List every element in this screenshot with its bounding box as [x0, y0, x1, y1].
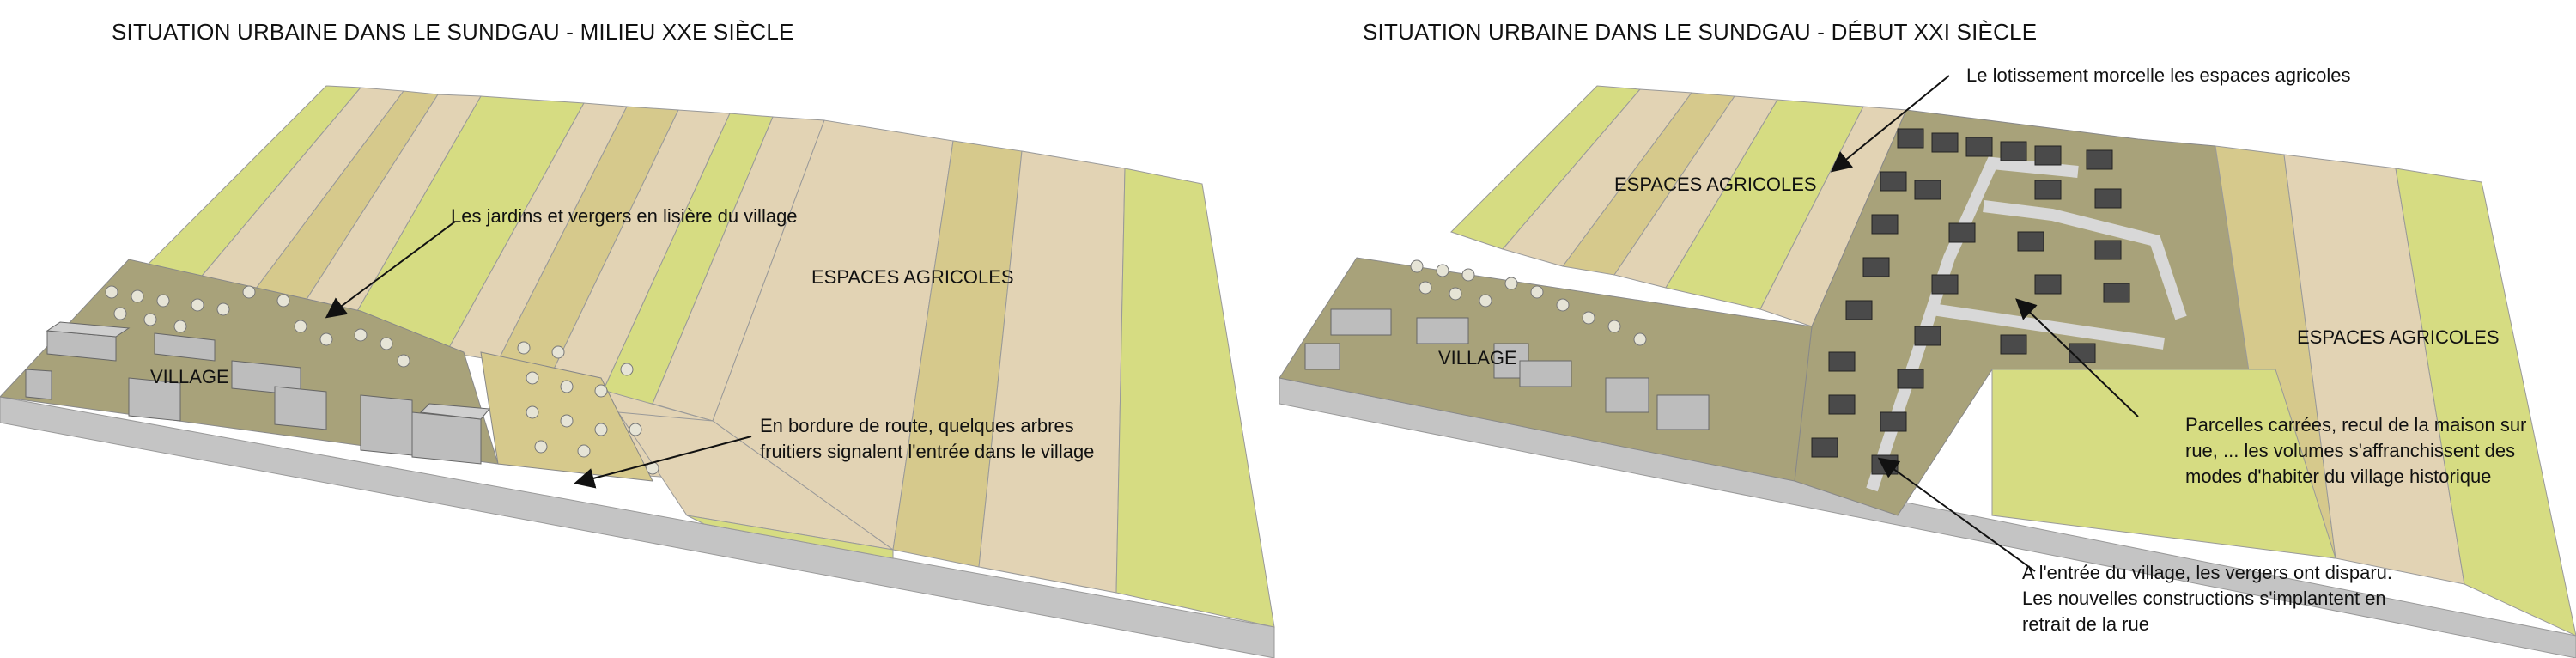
annotation-parcelles-line-3: modes d'habiter du village historique [2185, 466, 2492, 487]
label-agricultural-spaces: ESPACES AGRICOLES [811, 266, 1014, 288]
annotation-entree-line-2: Les nouvelles constructions s'implantent… [2022, 588, 2386, 609]
arrow-gardens [325, 221, 456, 319]
agricultural-strips-right [1991, 145, 2576, 637]
annotation-trees: En bordure de route, quelques arbres fru… [760, 413, 1094, 465]
panel-mid-20th-century: SITUATION URBAINE DANS LE SUNDGAU - MILI… [0, 0, 1279, 658]
arrow-lotissement [1830, 75, 1950, 173]
annotation-entree: A l'entrée du village, les vergers ont d… [2022, 560, 2392, 637]
label-agricultural-spaces-top: ESPACES AGRICOLES [1614, 174, 1817, 195]
label-village: VILLAGE [1438, 347, 1517, 369]
annotation-gardens: Les jardins et vergers en lisière du vil… [451, 205, 798, 227]
panel-title: SITUATION URBAINE DANS LE SUNDGAU - MILI… [112, 19, 794, 45]
annotation-entree-line-3: retrait de la rue [2022, 613, 2149, 635]
annotation-lotissement: Le lotissement morcelle les espaces agri… [1966, 64, 2351, 86]
agricultural-strips [128, 85, 1275, 628]
arrow-trees [574, 436, 752, 489]
panel-early-21st-century: SITUATION URBAINE DANS LE SUNDGAU - DÉBU… [1279, 0, 2576, 658]
arrow-parcelles [2015, 298, 2139, 417]
orchard-trees [105, 285, 659, 475]
annotation-parcelles: Parcelles carrées, recul de la maison su… [2185, 412, 2526, 490]
aerial-diagram-mid-century [0, 85, 1275, 658]
label-village: VILLAGE [150, 366, 229, 387]
lotissement-houses [1811, 128, 2130, 475]
annotation-parcelles-line-1: Parcelles carrées, recul de la maison su… [2185, 414, 2527, 436]
aerial-diagram-21st-century [1279, 75, 2576, 658]
road-band [1279, 377, 2576, 658]
village-buildings [25, 321, 490, 465]
annotation-trees-line-1: En bordure de route, quelques arbres [760, 415, 1074, 436]
agricultural-strips-top [1450, 85, 1907, 327]
arrow-entree [1877, 457, 2036, 572]
annotation-parcelles-line-2: rue, ... les volumes s'affranchissent de… [2185, 440, 2516, 461]
village-buildings [1304, 308, 1710, 430]
panel-title: SITUATION URBAINE DANS LE SUNDGAU - DÉBU… [1363, 19, 2038, 45]
annotation-trees-line-2: fruitiers signalent l'entrée dans le vil… [760, 441, 1095, 462]
label-agricultural-spaces-right: ESPACES AGRICOLES [2297, 326, 2500, 348]
annotation-entree-line-1: A l'entrée du village, les vergers ont d… [2022, 562, 2392, 583]
village-trees [1410, 259, 1647, 346]
